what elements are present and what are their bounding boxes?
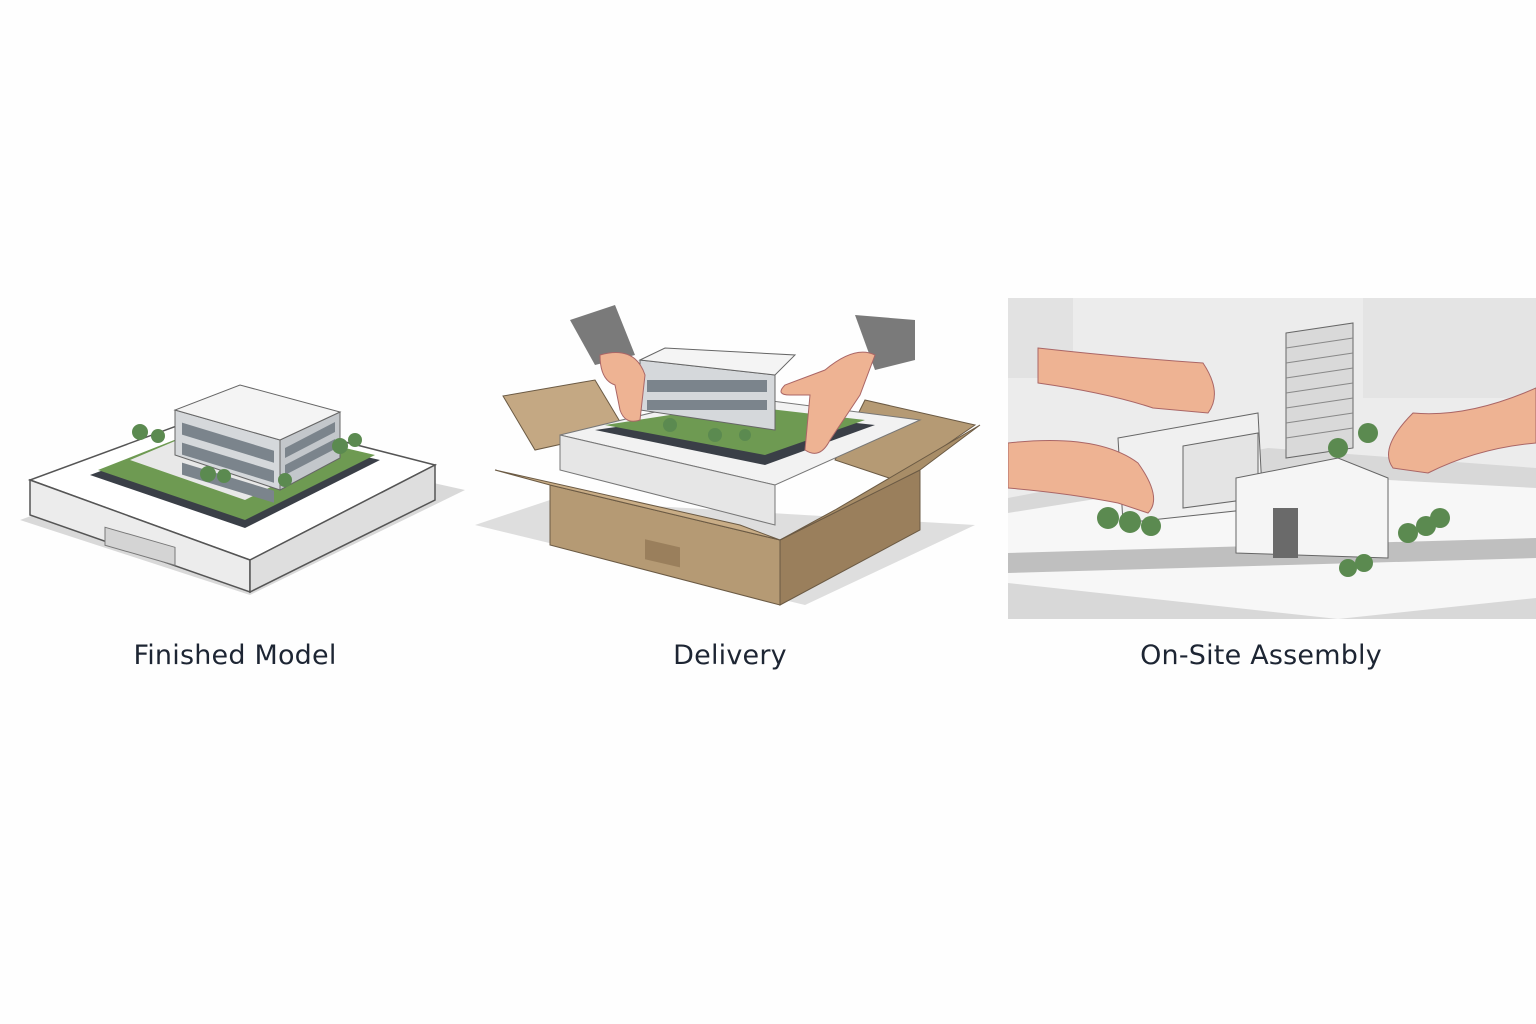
step-label-delivery: Delivery xyxy=(673,640,787,671)
step-label-on-site-assembly: On-Site Assembly xyxy=(1140,640,1382,671)
step-label-finished-model: Finished Model xyxy=(133,640,337,671)
delivery-illustration xyxy=(475,305,981,606)
on-site-assembly-illustration xyxy=(1008,298,1536,619)
finished-model-illustration xyxy=(20,384,465,595)
finished-model-panel xyxy=(10,370,470,600)
on-site-assembly-panel xyxy=(1008,298,1536,619)
delivery-panel xyxy=(475,300,985,610)
